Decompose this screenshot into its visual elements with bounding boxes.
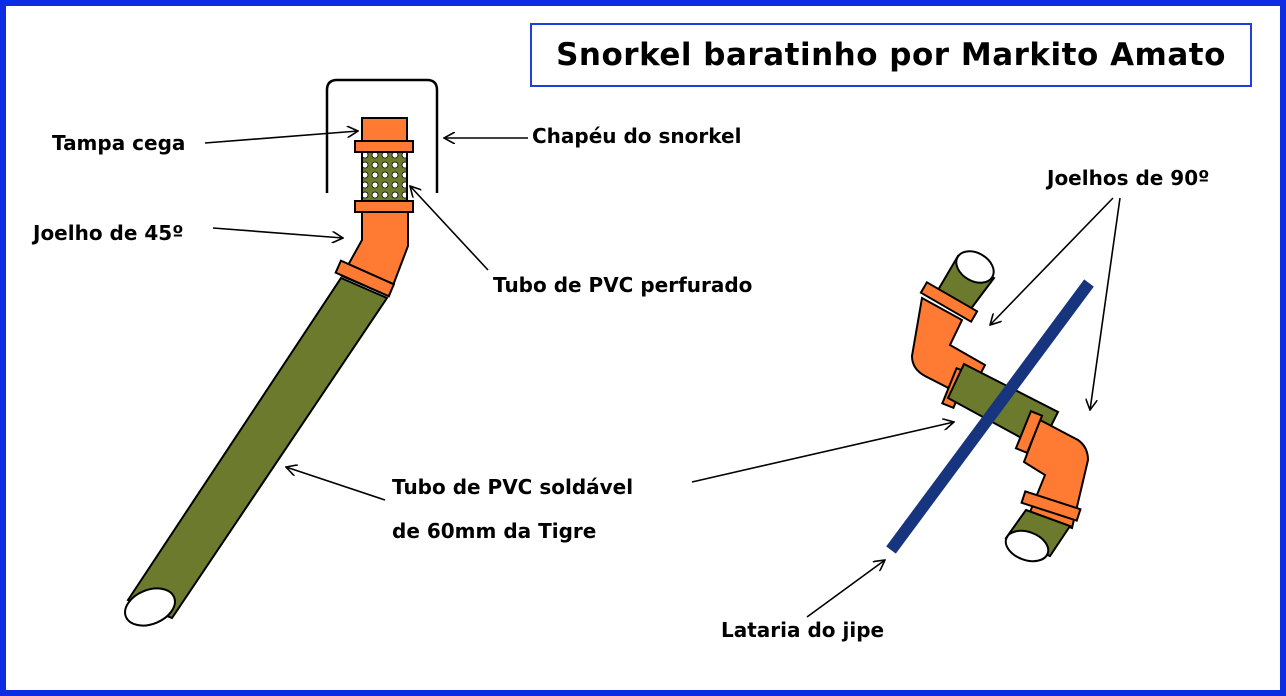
jeep-body-panel	[886, 279, 1094, 554]
label-tampa-cega: Tampa cega	[52, 131, 185, 155]
arrow-tampa-cega	[204, 131, 358, 144]
arrow-joelhos-90-a	[990, 197, 1114, 325]
label-joelho-45: Joelho de 45º	[31, 221, 184, 245]
blind-cap	[361, 117, 408, 145]
diagram-title: Snorkel baratinho por Markito Amato	[556, 37, 1226, 73]
arrow-tubo-soldavel-left	[286, 467, 386, 501]
lower-elbow-ring-b	[1020, 490, 1082, 522]
top-pipe-open-end	[955, 250, 995, 284]
title-box: Snorkel baratinho por Markito Amato	[530, 23, 1252, 87]
lower-elbow-ring-a	[1014, 409, 1044, 455]
blind-cap-ring	[354, 140, 414, 153]
elbow-ring-bottom	[334, 259, 396, 298]
pipe-open-end	[124, 587, 176, 627]
arrow-tubo-perfurado	[410, 186, 489, 271]
label-chapeu: Chapéu do snorkel	[532, 124, 741, 148]
label-joelhos-90: Joelhos de 90º	[1045, 166, 1209, 190]
arrow-lataria	[806, 560, 885, 618]
label-lataria: Lataria do jipe	[721, 618, 884, 642]
elbow-ring-top	[354, 200, 414, 213]
label-tubo-soldavel-1: Tubo de PVC soldável	[392, 475, 633, 499]
long-pvc-pipe	[126, 276, 389, 620]
snorkel-assembly	[124, 78, 439, 627]
label-tubo-soldavel-2: de 60mm da Tigre	[392, 519, 596, 543]
label-tubo-perfurado: Tubo de PVC perfurado	[493, 273, 752, 297]
callout-arrows	[204, 131, 1121, 618]
arrow-joelhos-90-b	[1090, 197, 1121, 410]
arrow-joelho-45	[212, 227, 343, 238]
body-pass-through-assembly	[886, 250, 1094, 563]
perforated-tube	[361, 149, 408, 202]
arrow-tubo-soldavel-right	[691, 422, 954, 483]
snorkel-hat	[325, 78, 439, 193]
upper-elbow-ring-a	[919, 280, 979, 324]
bottom-pipe-open-end	[1004, 529, 1050, 563]
